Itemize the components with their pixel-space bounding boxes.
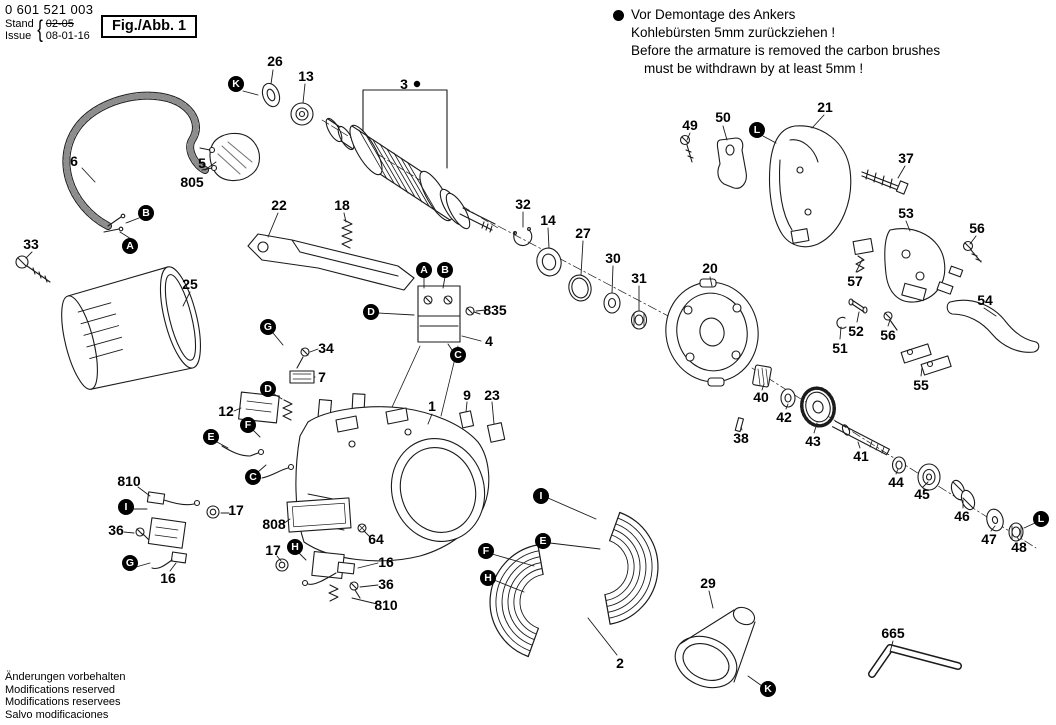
figure-label: Fig./Abb. 1: [101, 15, 198, 38]
power-cord: [62, 91, 209, 233]
brace-glyph: {: [36, 16, 43, 43]
service-notice: Vor Demontage des Ankers Kohlebürsten 5m…: [613, 6, 940, 78]
footer-line-en: Modifications reserved: [5, 683, 116, 696]
title-block: 0 601 521 003 Stand Issue { 02-05 08-01-…: [5, 2, 93, 42]
notice-en-line2: must be withdrawn by at least 5mm !: [644, 61, 864, 76]
footer-line-es: Salvo modificaciones: [5, 708, 109, 721]
part-number: 0 601 521 003: [5, 2, 94, 17]
issue-date: 08-01-16: [45, 30, 90, 42]
screw-33: [15, 255, 51, 283]
bullet-icon: [613, 10, 624, 21]
brush-holder-upper: [221, 347, 315, 479]
notice-de-line2: Kohlebürsten 5mm zurückziehen !: [631, 25, 836, 40]
armature: [321, 80, 499, 233]
footer-line-fr: Modifications reservees: [5, 696, 121, 708]
stator-coils: [489, 511, 659, 658]
stand-label: Stand: [5, 18, 34, 30]
washer-and-bearing: [261, 82, 314, 126]
brush-holder-lower: [275, 550, 361, 602]
latch-parts: [836, 228, 1040, 376]
issue-label: Issue: [5, 30, 32, 42]
gear-train: [734, 364, 1024, 542]
notice-en-line1: Before the armature is removed the carbo…: [631, 43, 941, 58]
name-plate: [286, 497, 367, 533]
allen-key: [868, 644, 962, 678]
motor-housing: [295, 393, 506, 562]
housing-cover: [679, 125, 909, 248]
end-cap: [61, 266, 201, 390]
bearing-row: [513, 227, 648, 330]
leader-lines: [25, 69, 1036, 687]
mains-plug: [199, 132, 261, 182]
footer-line-de: Änderungen vorbehalten: [5, 671, 126, 683]
bearing-flange: [665, 278, 759, 387]
spring-18: [341, 219, 353, 249]
superseded-date: 02-05: [45, 18, 74, 30]
lever-bracket: [247, 219, 415, 291]
notice-de-line1: Vor Demontage des Ankers: [631, 7, 796, 22]
brush-holder-left: [135, 491, 220, 570]
modifications-note: Änderungen vorbehalten Modifications res…: [5, 671, 125, 721]
terminal-block: [387, 285, 481, 417]
cone-nose: [674, 606, 756, 689]
